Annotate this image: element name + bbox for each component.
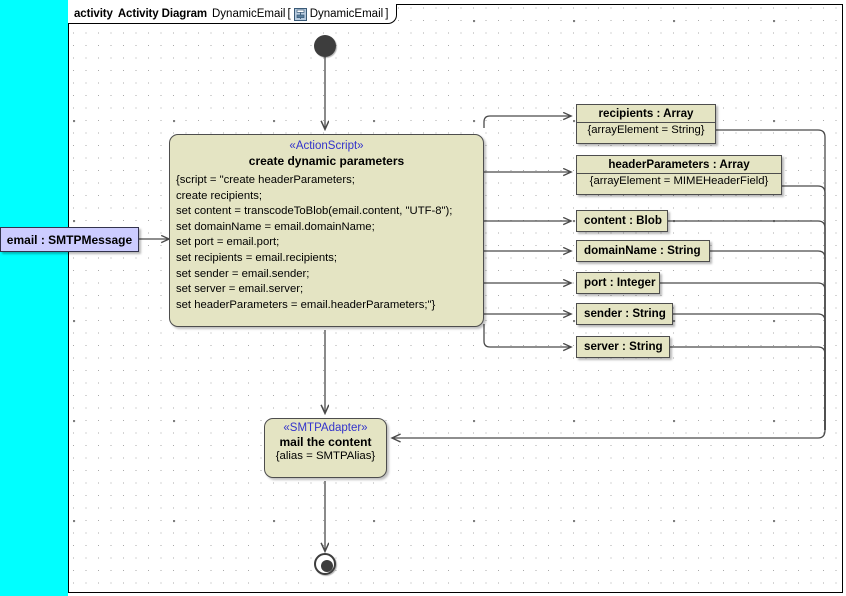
object-node-title: recipients : Array — [598, 107, 694, 120]
action-node-create-dynamic-parameters[interactable]: «ActionScript» create dynamic parameters… — [169, 134, 484, 327]
input-object-node-label: email : SMTPMessage — [6, 232, 133, 247]
object-node-title: domainName : String — [584, 244, 701, 257]
action-node-script-line-3: set domainName = email.domainName; — [176, 220, 375, 233]
object-node-sender[interactable]: sender : String — [576, 303, 673, 325]
action-node-script-line-1: create recipients; — [176, 189, 263, 202]
action-node-script-line-8: set headerParameters = email.headerParam… — [176, 298, 436, 311]
object-node-headerparameters[interactable]: headerParameters : Array {arrayElement =… — [576, 155, 782, 195]
object-node-title: headerParameters : Array — [608, 158, 750, 171]
action-node-script-line-4: set port = email.port; — [176, 236, 280, 249]
object-node-title: server : String — [584, 340, 663, 353]
action-node-name: create dynamic parameters — [248, 154, 405, 168]
object-node-port[interactable]: port : Integer — [576, 272, 660, 294]
adapter-node-stereotype: «SMTPAdapter» — [283, 422, 368, 434]
object-node-recipients[interactable]: recipients : Array {arrayElement = Strin… — [576, 104, 716, 144]
object-node-props: {arrayElement = String} — [577, 122, 715, 138]
object-node-props: {arrayElement = MIMEHeaderField} — [577, 173, 781, 189]
action-node-script: {script = "create headerParameters; creat… — [176, 173, 477, 313]
object-node-content[interactable]: content : Blob — [576, 210, 668, 232]
frame-name: DynamicEmail — [212, 7, 286, 20]
adapter-node-name: mail the content — [279, 435, 372, 449]
initial-node[interactable] — [314, 35, 336, 57]
action-node-script-line-2: set content = transcodeToBlob(email.cont… — [176, 205, 453, 218]
object-node-title: content : Blob — [584, 214, 662, 227]
activity-final-node[interactable] — [314, 553, 336, 575]
action-node-script-line-0: {script = "create headerParameters; — [176, 174, 355, 186]
activity-final-node-core — [321, 560, 333, 572]
frame-keyword: activity — [74, 7, 113, 20]
action-node-mail-the-content[interactable]: «SMTPAdapter» mail the content {alias = … — [264, 418, 387, 478]
action-node-stereotype: «ActionScript» — [289, 140, 364, 152]
action-node-script-line-6: set sender = email.sender; — [176, 267, 310, 280]
action-node-script-line-5: set recipients = email.recipients; — [176, 251, 338, 264]
object-node-domainname[interactable]: domainName : String — [576, 240, 710, 262]
object-node-title: port : Integer — [584, 276, 656, 289]
adapter-node-alias: {alias = SMTPAlias} — [275, 450, 376, 462]
action-node-script-line-7: set server = email.server; — [176, 283, 304, 296]
frame-bracket-close: ] — [385, 7, 389, 20]
frame-title-bar: activity Activity Diagram DynamicEmail [… — [68, 4, 398, 24]
object-node-title: sender : String — [584, 307, 666, 320]
activity-diagram-icon — [293, 8, 307, 21]
input-object-node-email[interactable]: email : SMTPMessage — [0, 227, 139, 252]
frame-kind: Activity Diagram — [117, 7, 207, 20]
left-cyan-panel — [0, 0, 68, 596]
frame-bracket-open: [ — [287, 7, 291, 20]
object-node-server[interactable]: server : String — [576, 336, 670, 358]
frame-context-name: DynamicEmail — [309, 7, 384, 20]
